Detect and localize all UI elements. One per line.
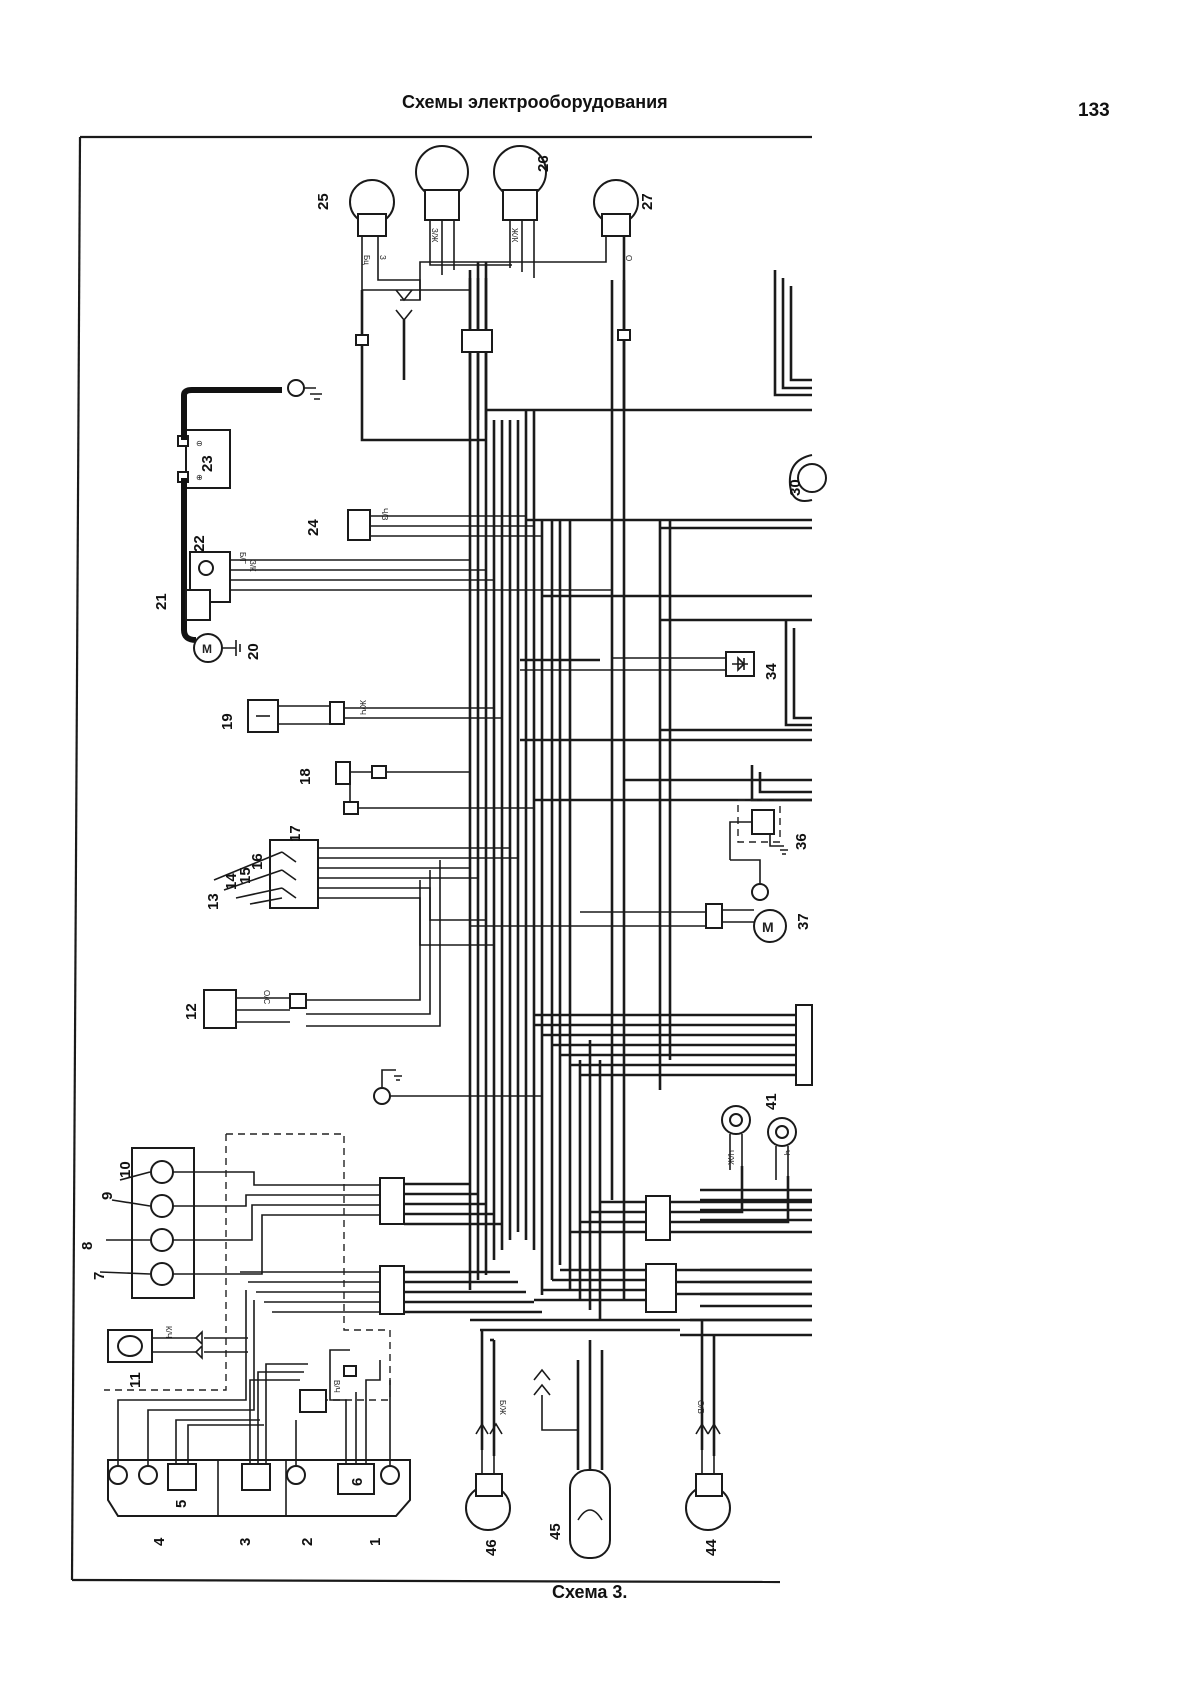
- wire-harness: [468, 262, 812, 1337]
- label-7: 7: [91, 1272, 108, 1280]
- svg-text:M: M: [202, 642, 212, 656]
- label-37: 37: [795, 913, 812, 930]
- label-8: 8: [79, 1242, 96, 1250]
- svg-text:⊕: ⊕: [196, 473, 203, 482]
- connector-block-right-lower: [534, 1263, 812, 1313]
- ground-point: [373, 1069, 542, 1105]
- label-22: 22: [191, 535, 208, 552]
- svg-text:Б/Г: Б/Г: [238, 552, 247, 564]
- svg-text:Ч/З: Ч/З: [380, 508, 389, 521]
- svg-text:Ч: Ч: [782, 1150, 791, 1155]
- label-13: 13: [205, 893, 222, 910]
- label-24: 24: [305, 519, 322, 536]
- svg-text:О: О: [624, 255, 633, 261]
- svg-text:З/К: З/К: [248, 560, 257, 572]
- label-17: 17: [287, 825, 304, 842]
- label-5: 5: [173, 1500, 190, 1508]
- label-46: 46: [483, 1539, 500, 1556]
- lamp-26: [415, 145, 547, 430]
- switch-block-17: [213, 839, 518, 946]
- fuse-21: [185, 589, 211, 621]
- sensor-36: [729, 799, 788, 901]
- component-30: [788, 454, 827, 502]
- label-16: 16: [249, 853, 266, 870]
- connector-block-upper: [379, 1177, 502, 1226]
- motor-37: M: [470, 903, 787, 943]
- label-10: 10: [117, 1161, 134, 1178]
- wire-labels: Бц З З/Ж Ж/К О Б/Г З/К Ч/З Ж/Ч О/С К/Ч О…: [164, 228, 791, 1415]
- horn-41: [721, 1105, 797, 1180]
- lamp-27: [400, 179, 639, 410]
- control-unit-group-1-6: [107, 1290, 411, 1517]
- connector-block-lower: [240, 1265, 542, 1315]
- label-36: 36: [793, 833, 810, 850]
- label-14: 14: [223, 873, 240, 890]
- label-27: 27: [639, 193, 656, 210]
- label-20: 20: [245, 643, 262, 660]
- svg-text:Бц: Бц: [362, 255, 371, 265]
- label-34: 34: [763, 663, 780, 680]
- svg-text:M: M: [762, 919, 774, 935]
- lamp-44: [685, 1320, 731, 1531]
- label-15: 15: [237, 867, 254, 884]
- switch-19: [247, 699, 502, 733]
- svg-text:О/Б: О/Б: [696, 1400, 705, 1414]
- lamp-25: [349, 179, 486, 442]
- label-25: 25: [315, 193, 332, 210]
- svg-text:О/С: О/С: [262, 990, 271, 1004]
- label-4: 4: [151, 1537, 168, 1546]
- diagram-frame: [70, 135, 812, 1584]
- label-44: 44: [703, 1539, 720, 1556]
- indicator-lamps-7-10: [99, 1147, 380, 1299]
- svg-text:Ж/К: Ж/К: [510, 228, 519, 243]
- label-12: 12: [183, 1003, 200, 1020]
- svg-text:Ж/Ч: Ж/Ч: [358, 700, 367, 715]
- battery-cables: [181, 379, 322, 643]
- label-23: 23: [199, 455, 216, 472]
- page-header-title: Схемы электрооборудования: [402, 92, 668, 112]
- svg-text:Б/Ж: Б/Ж: [498, 1400, 507, 1415]
- label-30: 30: [787, 479, 804, 496]
- page-number: 133: [1078, 100, 1110, 121]
- connector-25-wires: [395, 289, 413, 380]
- starter-motor-20: M: [193, 633, 241, 663]
- svg-text:К/Ч: К/Ч: [164, 1326, 173, 1338]
- component-numbers: 25 26 27 23 24 22 21 20 19 18 17 16 15 1…: [79, 155, 812, 1556]
- label-2: 2: [299, 1538, 316, 1546]
- dashed-panel-outline: [104, 1133, 391, 1401]
- lamp-11: [107, 1329, 248, 1363]
- multi-pin-connector-right: [795, 1004, 813, 1086]
- figure-caption: Схема 3.: [552, 1582, 628, 1602]
- svg-text:З/Ж: З/Ж: [430, 228, 439, 243]
- component-24: [347, 509, 542, 541]
- label-45: 45: [547, 1523, 564, 1540]
- switch-12: [203, 860, 441, 1029]
- label-18: 18: [297, 768, 314, 785]
- label-41: 41: [763, 1093, 780, 1110]
- sensor-18: [335, 761, 534, 815]
- lamp-45: [533, 1340, 611, 1559]
- connector-block-right-upper: [570, 1166, 812, 1241]
- svg-text:⊖: ⊖: [196, 439, 203, 448]
- diode-34: [520, 651, 755, 677]
- svg-text:З: З: [378, 255, 387, 260]
- label-1: 1: [367, 1538, 384, 1546]
- label-11: 11: [127, 1372, 144, 1388]
- lamp-46: [465, 1330, 511, 1531]
- label-26: 26: [535, 155, 552, 172]
- svg-text:Ч/Ж: Ч/Ж: [726, 1150, 735, 1166]
- label-9: 9: [99, 1192, 116, 1200]
- battery-23: ⊖ ⊕: [177, 429, 231, 489]
- label-21: 21: [153, 593, 170, 610]
- label-19: 19: [219, 713, 236, 730]
- label-6: 6: [349, 1478, 366, 1486]
- svg-text:В/Ч: В/Ч: [332, 1380, 341, 1393]
- label-3: 3: [237, 1538, 254, 1546]
